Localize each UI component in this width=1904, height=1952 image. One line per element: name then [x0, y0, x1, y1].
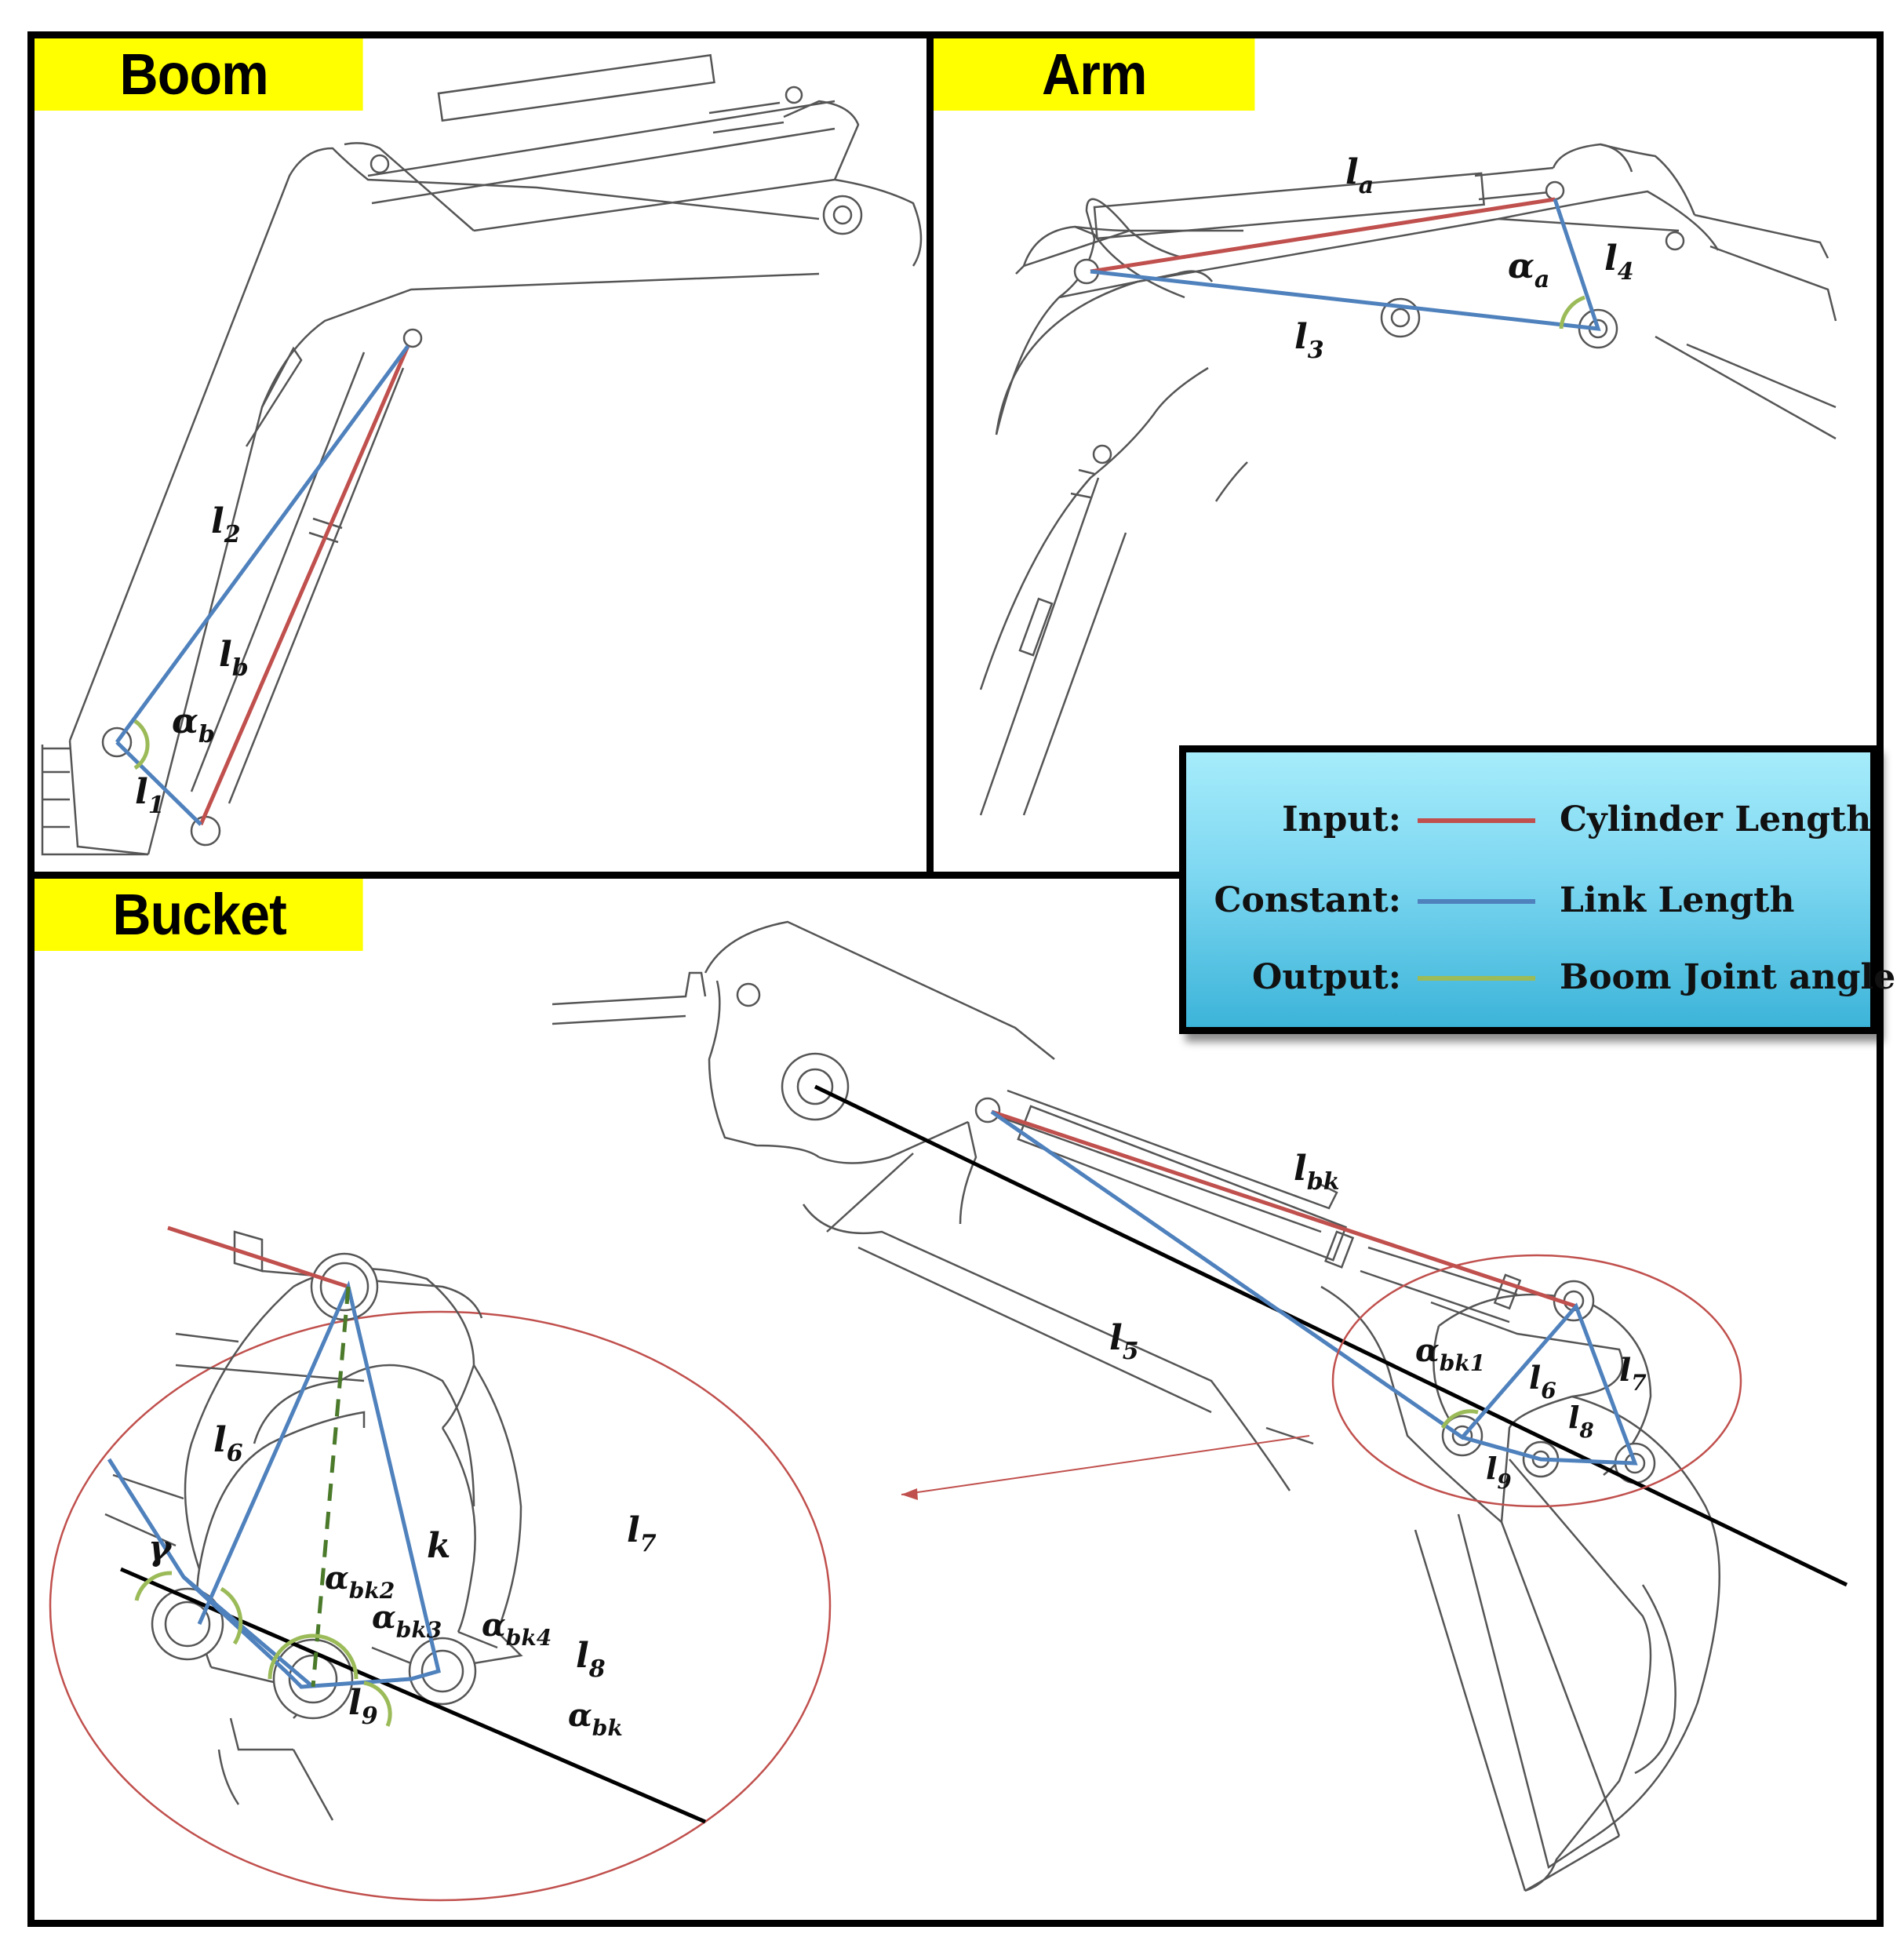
zoom-pointer-arrowhead [901, 1488, 918, 1500]
zoom-label-l9: l9 [348, 1683, 378, 1730]
bucket-label-l5: l5 [1109, 1318, 1139, 1365]
legend-swatch-output [1418, 976, 1535, 981]
zoom-k-dashed-line [311, 1286, 351, 1688]
legend-box: Input: Cylinder Length Constant: Link Le… [1179, 745, 1895, 1034]
boom-pins [101, 86, 863, 847]
bucket-angle-arc-bk1 [1440, 1409, 1479, 1429]
boom-label-lb: lb [219, 635, 249, 682]
arm-outline [979, 143, 1837, 816]
arm-pins [1073, 180, 1685, 464]
legend-value: Boom Joint angle [1560, 957, 1896, 997]
bucket-pin-top [736, 982, 761, 1007]
legend-swatch-input [1418, 818, 1535, 823]
zoom-label-k: k [427, 1526, 451, 1566]
legend-value: Link Length [1560, 880, 1795, 920]
zoom-label-gamma: γ [148, 1528, 173, 1568]
legend-key: Input: [1282, 799, 1401, 839]
zoom-label-l7: l7 [627, 1510, 657, 1557]
boom-label-alpha-b: αb [172, 701, 215, 748]
bucket-label-l7: l7 [1619, 1352, 1647, 1396]
zoom-arc-bk [363, 1681, 392, 1727]
arm-drawing: la l3 l4 αa [979, 143, 1837, 816]
zoom-detail-ellipse [49, 1310, 832, 1902]
boom-title: Boom [35, 38, 363, 111]
bucket-label-l9: l9 [1486, 1451, 1512, 1494]
arm-angle-arc [1559, 295, 1585, 330]
arm-label-l3: l3 [1294, 317, 1324, 364]
zoom-arc-bk2 [220, 1586, 243, 1645]
boom-link-l2 [115, 344, 410, 744]
bucket-links [990, 1109, 1638, 1466]
bucket-pin-cylinder-base [974, 1097, 1001, 1123]
bucket-zoom-region [1331, 1254, 1742, 1508]
zoom-label-alpha-bk3: αbk3 [372, 1599, 442, 1643]
zoom-arc-gamma [134, 1571, 173, 1601]
zoom-arc-bk3-bk4 [268, 1633, 359, 1680]
boom-label-l1: l1 [135, 772, 165, 819]
arm-links-l3-l4 [1090, 198, 1601, 331]
bucket-drawing: lbk l5 αbk1 l6 l7 l8 l9 [49, 920, 1848, 1902]
bucket-label-alpha-bk1: αbk1 [1415, 1332, 1485, 1376]
bucket-label-l6: l6 [1529, 1360, 1556, 1404]
zoom-detail-outline [104, 1230, 523, 1821]
bucket-label-lbk: lbk [1294, 1149, 1339, 1196]
boom-link-l1 [115, 741, 202, 826]
bucket-reference-line-l5 [814, 1084, 1848, 1587]
legend-swatch-constant [1418, 899, 1535, 904]
zoom-label-alpha-bk2: αbk2 [325, 1560, 395, 1604]
boom-outline [41, 53, 923, 856]
boom-pin-cylinder-top [402, 328, 423, 348]
zoom-label-alpha-bk4: αbk4 [482, 1607, 552, 1651]
zoom-label-alpha-bk: αbk [568, 1697, 623, 1741]
zoom-label-l8: l8 [576, 1636, 606, 1683]
arm-label-la: la [1345, 152, 1374, 199]
arm-pin-top [1545, 180, 1565, 201]
legend-row-output: Output: Boom Joint angle [1186, 943, 1895, 1014]
boom-drawing: lb l2 αb l1 [41, 53, 923, 856]
legend-value: Cylinder Length [1560, 799, 1872, 839]
bucket-label-l8: l8 [1568, 1400, 1594, 1443]
zoom-cylinder-line [167, 1225, 349, 1289]
bucket-outline [552, 920, 1720, 1892]
zoom-label-l6: l6 [213, 1420, 243, 1467]
arm-title: Arm [934, 38, 1255, 111]
boom-panel: lb l2 αb l1 Boom [27, 31, 934, 879]
legend-key: Constant: [1214, 880, 1401, 920]
zoom-detail-pins [151, 1252, 477, 1720]
bucket-panel: lbk l5 αbk1 l6 l7 l8 l9 [27, 872, 1884, 1927]
arm-cylinder-length-line [1090, 197, 1556, 274]
boom-label-l2: l2 [211, 501, 241, 548]
legend-row-input: Input: Cylinder Length [1186, 785, 1872, 856]
arm-label-l4: l4 [1604, 239, 1634, 286]
legend-key: Output: [1252, 957, 1401, 997]
boom-angle-arc [133, 719, 150, 770]
bucket-cylinder-length-line [991, 1109, 1577, 1309]
zoom-pointer-line [901, 1435, 1310, 1495]
boom-cylinder-length-line [198, 345, 410, 825]
arm-label-alpha-a: αa [1508, 246, 1549, 293]
bucket-title: Bucket [35, 879, 363, 951]
legend-row-constant: Constant: Link Length [1186, 866, 1870, 937]
boom-pin-top [370, 154, 390, 174]
